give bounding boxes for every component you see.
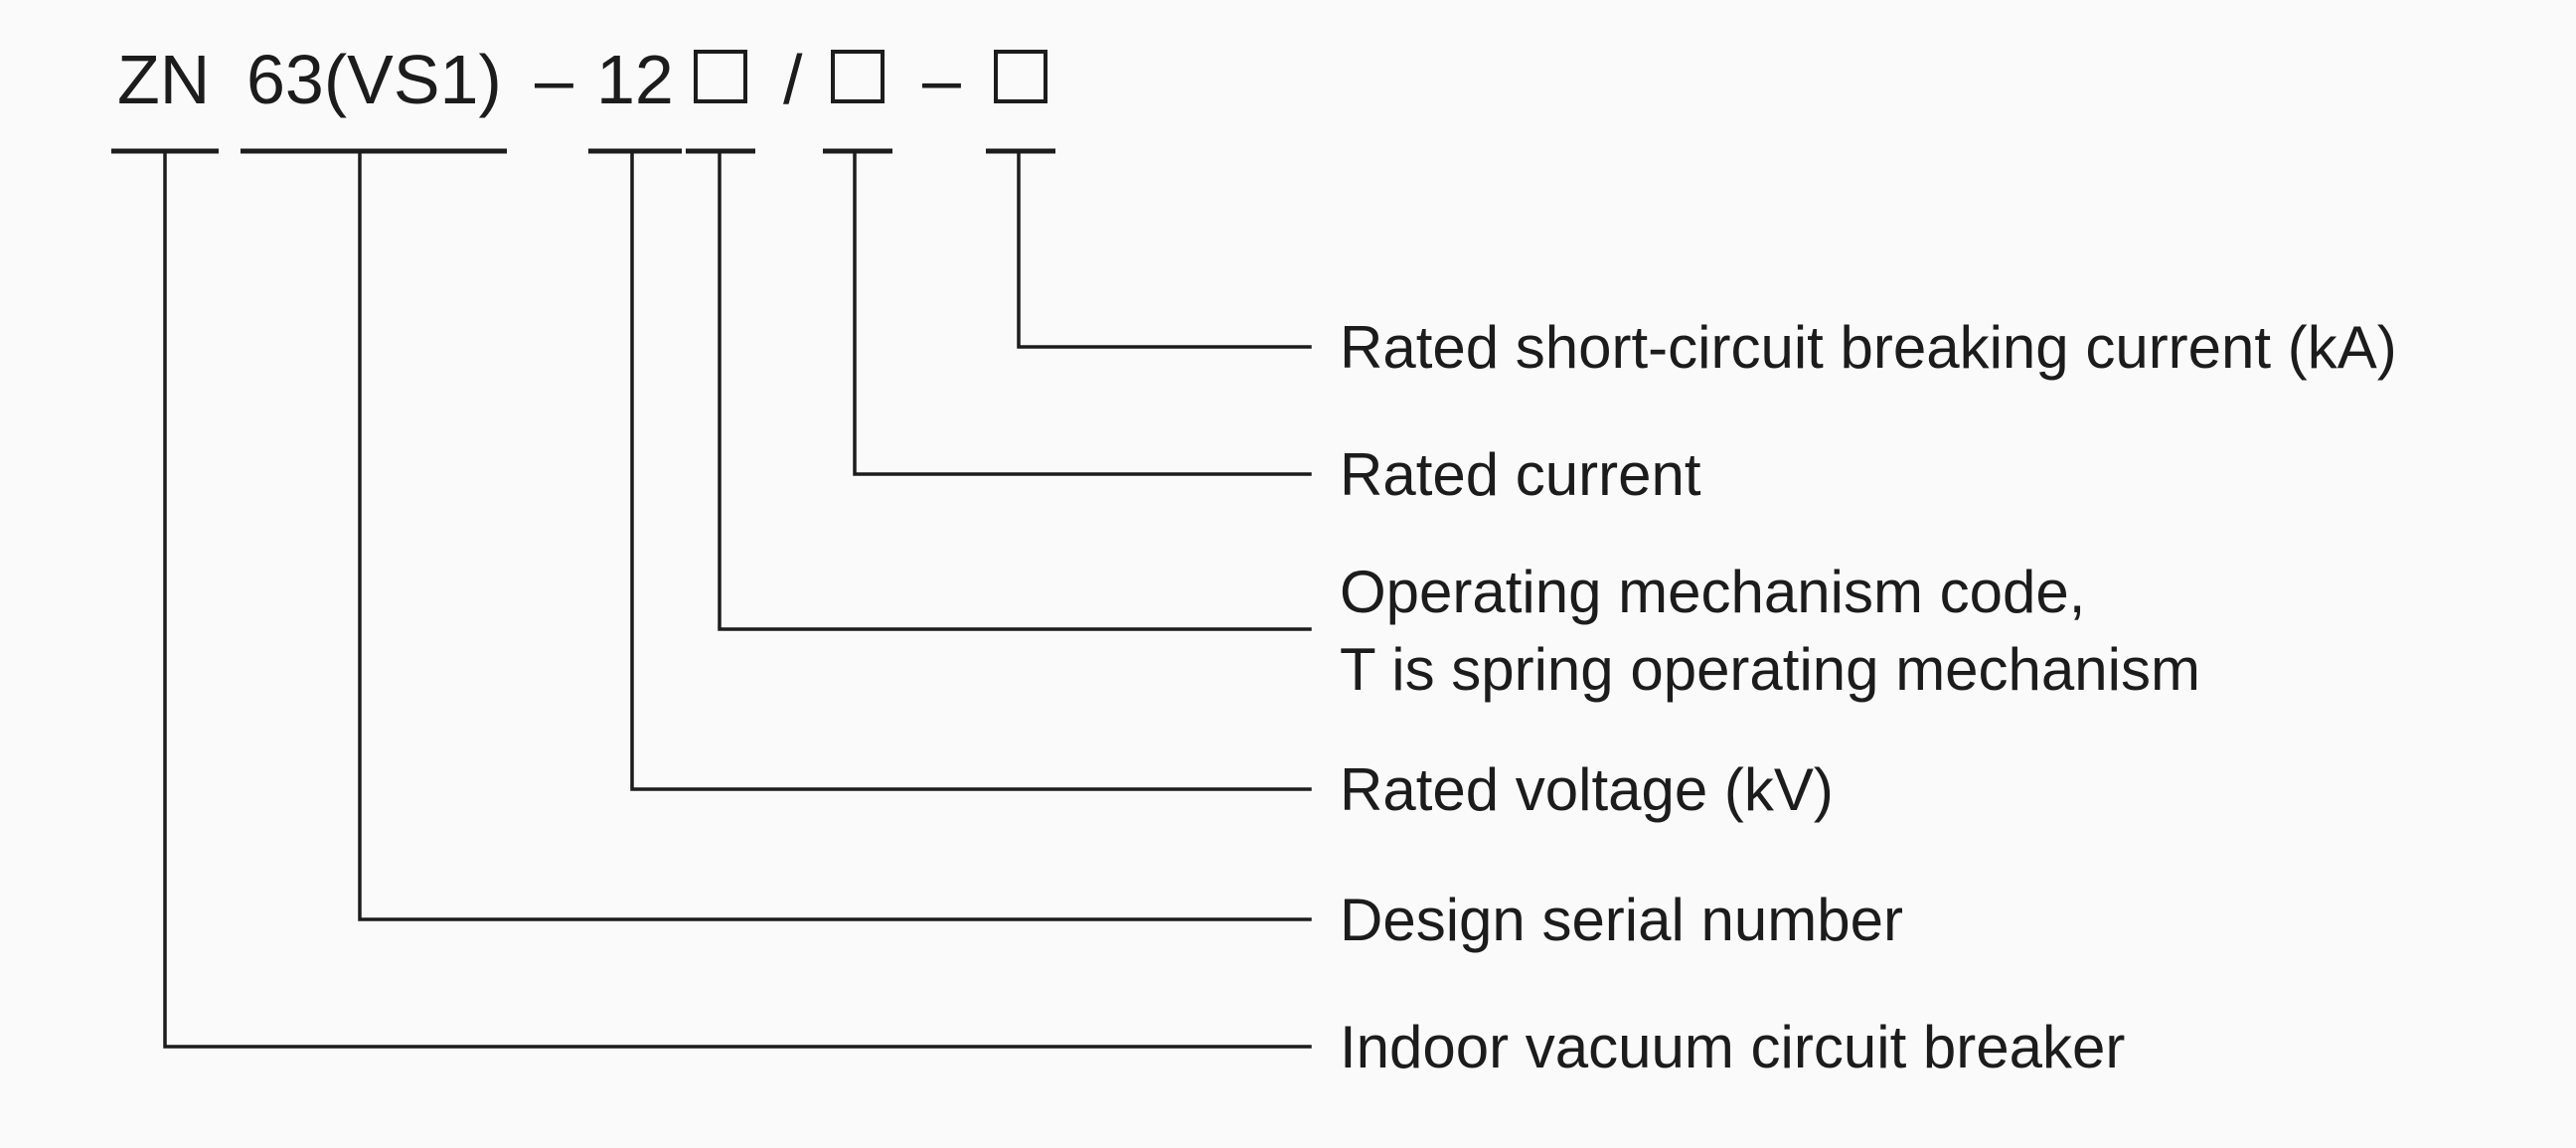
label-rated-voltage: Rated voltage (kV) [1340, 756, 1834, 823]
connector-rated-voltage [630, 149, 1312, 791]
model-slash: / [783, 41, 803, 118]
connector-mechanism [718, 149, 1312, 631]
model-series: 63(VS1) [246, 41, 502, 118]
label-rated-current: Rated current [1340, 441, 1701, 508]
label-breaker-type: Indoor vacuum circuit breaker [1340, 1014, 2125, 1080]
placeholder-boxes [694, 50, 1047, 103]
label-short-circuit: Rated short-circuit breaking current (kA… [1340, 314, 2397, 381]
connector-rated-current [853, 149, 1312, 476]
label-mechanism-line1: Operating mechanism code, [1340, 559, 2085, 625]
connector-short-circuit [1017, 149, 1312, 349]
model-code: ZN 63(VS1) – 12 / – [117, 41, 961, 118]
connector-lines [163, 149, 1312, 1049]
placeholder-box-mechanism [694, 50, 747, 103]
label-design-serial: Design serial number [1340, 887, 1903, 953]
placeholder-box-rated-current [831, 50, 885, 103]
label-mechanism-line2: T is spring operating mechanism [1340, 636, 2200, 703]
labels: Rated short-circuit breaking current (kA… [1340, 314, 2397, 1080]
connector-breaker-type [163, 149, 1312, 1049]
model-dash-1: – [535, 41, 573, 118]
model-prefix: ZN [117, 41, 210, 118]
placeholder-box-short-circuit [994, 50, 1047, 103]
model-dash-2: – [922, 41, 961, 118]
model-voltage: 12 [596, 41, 674, 118]
connector-design-serial [358, 149, 1312, 921]
